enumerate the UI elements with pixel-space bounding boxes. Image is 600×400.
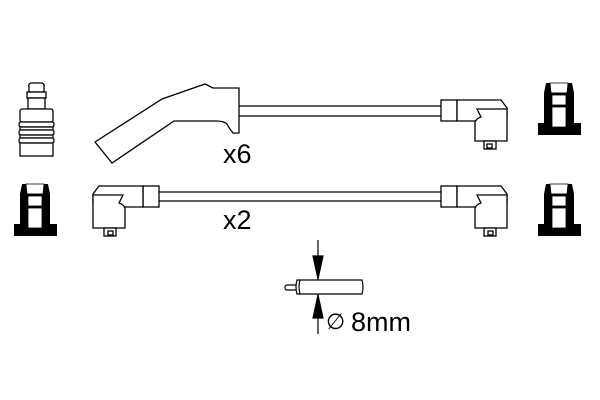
spark-plug-boot-terminal-icon — [18, 82, 55, 157]
terminal-nut-middle-right-icon — [538, 183, 581, 236]
diameter-dimension-arrows-icon — [312, 240, 324, 334]
terminal-nut-middle-left-icon — [14, 183, 57, 236]
right-angle-connector-b-right-icon — [440, 185, 508, 237]
right-angle-connector-a-icon — [440, 99, 508, 150]
cable-cross-section-icon — [284, 279, 364, 295]
cable-set-b-quantity: x2 — [223, 205, 252, 235]
terminal-nut-top-right-icon — [538, 82, 581, 135]
cable-set-a-quantity: x6 — [223, 139, 252, 169]
right-angle-connector-b-left-icon — [92, 185, 160, 237]
angled-boot-icon — [94, 83, 240, 164]
diameter-symbol: ∅ — [326, 309, 346, 334]
diameter-value: 8mm — [351, 307, 411, 337]
cable-a-icon — [239, 105, 442, 117]
cable-b-icon — [159, 191, 442, 202]
